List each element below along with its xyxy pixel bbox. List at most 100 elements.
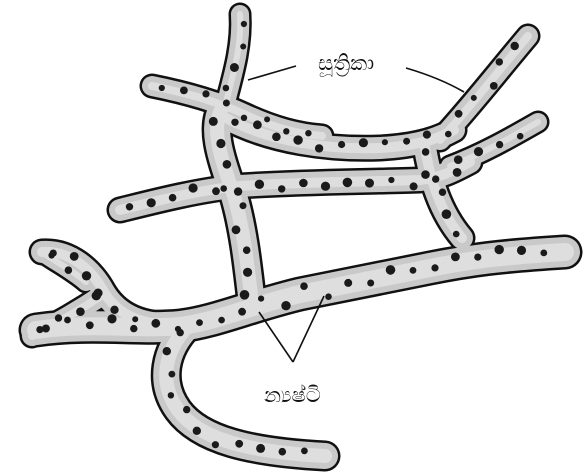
nucleus-dot [283, 128, 289, 134]
nucleus-dot [82, 271, 91, 280]
nucleus-dot [410, 182, 418, 190]
nucleus-dot [305, 130, 311, 136]
nucleus-dot [445, 131, 452, 138]
nucleus-dot [255, 180, 264, 189]
nucleus-dot [281, 301, 290, 310]
nucleus-dot [126, 203, 133, 210]
nucleus-dot [474, 254, 481, 261]
nucleus-dot [454, 155, 463, 164]
nucleus-dot [243, 246, 251, 254]
nucleus-dot [151, 319, 160, 328]
nucleus-dot [92, 291, 101, 300]
nucleus-dot [209, 117, 218, 126]
nucleus-dot [169, 371, 176, 378]
nuclei-label: න්‍යෂ්ටි [264, 383, 321, 407]
nucleus-dot [240, 290, 250, 300]
nucleus-dot [65, 266, 73, 274]
nucleus-dot [238, 308, 246, 316]
nucleus-dot [196, 319, 203, 326]
nucleus-dot [496, 141, 503, 148]
nucleus-dot [218, 317, 225, 324]
nucleus-dot [258, 296, 264, 302]
nucleus-dot [36, 326, 43, 333]
nucleus-dot [517, 246, 526, 255]
nucleus-dot [202, 90, 209, 97]
nucleus-dot [421, 170, 430, 179]
nucleus-dot [107, 314, 116, 323]
nucleus-dot [70, 252, 79, 261]
nucleus-dot [272, 133, 281, 142]
nucleus-dot [423, 131, 431, 139]
nucleus-dot [76, 307, 85, 316]
nucleus-dot [359, 138, 368, 147]
nucleus-dot [511, 42, 519, 50]
nucleus-dot [223, 160, 232, 169]
nucleus-dot [147, 198, 156, 207]
nucleus-dot [235, 440, 243, 448]
nucleus-dot [231, 119, 238, 126]
nucleus-dot [474, 147, 483, 156]
nucleus-dot [243, 268, 252, 277]
nucleus-dot [50, 250, 57, 257]
nucleus-dot [232, 225, 241, 234]
nucleus-dot [240, 44, 246, 50]
nucleus-dot [431, 264, 438, 271]
nucleus-dot [189, 183, 198, 192]
nucleus-dot [325, 293, 332, 300]
nucleus-dot [212, 187, 220, 195]
nucleus-dot [256, 444, 265, 453]
nucleus-dot [183, 406, 190, 413]
nucleus-dot [64, 317, 71, 324]
nucleus-dot [216, 139, 225, 148]
nucleus-dot [455, 110, 463, 118]
nucleus-dot [212, 441, 219, 448]
nucleus-dot [453, 168, 462, 177]
nucleus-dot [422, 148, 430, 156]
nucleus-dot [220, 185, 227, 192]
nucleus-dot [439, 189, 446, 196]
nucleus-dot [223, 85, 230, 92]
nucleus-dot [168, 392, 174, 398]
nucleus-dot [278, 185, 285, 192]
nucleus-dot [365, 179, 374, 188]
nucleus-dot [241, 21, 247, 27]
nucleus-dot [471, 95, 477, 101]
hypha-leader-left [248, 66, 296, 80]
nucleus-dot [177, 329, 184, 336]
nucleus-dot [410, 267, 417, 274]
nucleus-dot [293, 135, 302, 144]
nucleus-dot [253, 120, 262, 129]
nucleus-dot [132, 316, 138, 322]
hypha-label-group: සූත්‍රිකා [248, 51, 464, 92]
nucleus-dot [496, 58, 503, 65]
nucleus-dot [338, 141, 345, 148]
nucleus-dot [382, 139, 388, 145]
nucleus-dot [343, 178, 353, 188]
nucleus-dot [163, 347, 171, 355]
nuclei-leader-left [259, 312, 293, 362]
nucleus-dot [453, 231, 460, 238]
nucleus-dot [130, 325, 137, 332]
nucleus-dot [490, 82, 498, 90]
nucleus-dot [240, 202, 247, 209]
nucleus-dot [279, 448, 287, 456]
nucleus-dot [403, 138, 410, 145]
nucleus-dot [159, 85, 165, 91]
nucleus-dot [223, 100, 230, 107]
nucleus-dot [180, 87, 188, 95]
nucleus-dot [386, 265, 396, 275]
nucleus-dot [315, 144, 323, 152]
hypha-label: සූත්‍රිකා [318, 51, 374, 77]
nucleus-dot [110, 306, 118, 314]
nucleus-dot [432, 175, 439, 182]
nucleus-dot [321, 182, 330, 191]
nucleus-dot [344, 279, 352, 287]
nucleus-dot [55, 314, 62, 321]
nucleus-dot [234, 187, 242, 195]
nucleus-dot [241, 115, 247, 121]
nucleus-dot [230, 63, 239, 72]
nucleus-dot [193, 427, 201, 435]
nucleus-dot [264, 116, 270, 122]
nucleus-dot [301, 448, 308, 455]
